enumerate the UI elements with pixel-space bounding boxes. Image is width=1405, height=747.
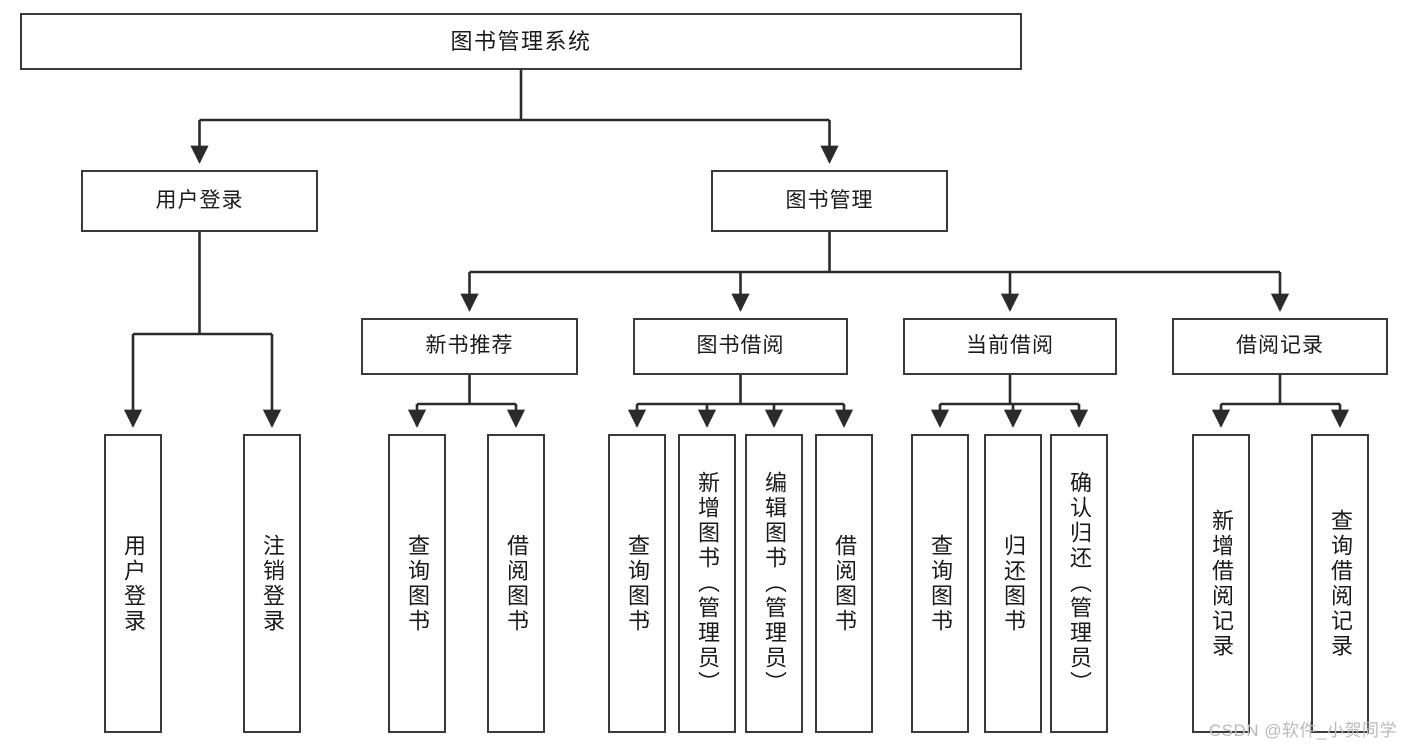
node-borrow-record[interactable]: 借阅记录 xyxy=(1172,318,1388,375)
node-current-borrow[interactable]: 当前借阅 xyxy=(903,318,1117,375)
leaf-logout[interactable]: 注销登录 xyxy=(243,434,301,733)
node-book-borrow-label: 图书借阅 xyxy=(696,334,785,358)
node-root[interactable]: 图书管理系统 xyxy=(20,13,1022,70)
leaf-add-book-label: 新增图书（管理员） xyxy=(695,471,720,696)
node-new-book-rec[interactable]: 新书推荐 xyxy=(361,318,578,375)
node-user-login[interactable]: 用户登录 xyxy=(81,170,318,232)
leaf-borrow-book-1[interactable]: 借阅图书 xyxy=(487,434,545,733)
leaf-logout-label: 注销登录 xyxy=(260,533,285,634)
leaf-query-book-1-label: 查询图书 xyxy=(405,533,430,634)
node-borrow-record-label: 借阅记录 xyxy=(1236,334,1324,358)
leaf-confirm-return-label: 确认归还（管理员） xyxy=(1067,471,1092,696)
leaf-add-record[interactable]: 新增借阅记录 xyxy=(1192,434,1250,733)
leaf-borrow-book-2-label: 借阅图书 xyxy=(832,533,857,634)
csdn-watermark: CSDN @软件_小贺同学 xyxy=(1208,721,1397,740)
leaf-query-book-1[interactable]: 查询图书 xyxy=(388,434,446,733)
node-root-label: 图书管理系统 xyxy=(450,28,592,54)
leaf-query-book-2-label: 查询图书 xyxy=(625,533,650,634)
leaf-edit-book-label: 编辑图书（管理员） xyxy=(762,471,787,696)
leaf-confirm-return[interactable]: 确认归还（管理员） xyxy=(1050,434,1108,733)
leaf-return-book-label: 归还图书 xyxy=(1001,533,1026,634)
leaf-user-login-label: 用户登录 xyxy=(121,533,146,634)
leaf-return-book[interactable]: 归还图书 xyxy=(984,434,1042,733)
node-book-borrow[interactable]: 图书借阅 xyxy=(633,318,848,375)
leaf-user-login[interactable]: 用户登录 xyxy=(104,434,162,733)
leaf-query-book-2[interactable]: 查询图书 xyxy=(608,434,666,733)
node-user-login-label: 用户登录 xyxy=(155,188,244,212)
node-book-manage-label: 图书管理 xyxy=(785,188,874,212)
leaf-add-record-label: 新增借阅记录 xyxy=(1209,508,1234,659)
leaf-edit-book[interactable]: 编辑图书（管理员） xyxy=(745,434,803,733)
leaf-add-book[interactable]: 新增图书（管理员） xyxy=(678,434,736,733)
leaf-query-record[interactable]: 查询借阅记录 xyxy=(1311,434,1369,733)
node-new-book-rec-label: 新书推荐 xyxy=(425,334,514,358)
node-current-borrow-label: 当前借阅 xyxy=(966,334,1054,358)
leaf-borrow-book-2[interactable]: 借阅图书 xyxy=(815,434,873,733)
node-book-manage[interactable]: 图书管理 xyxy=(711,170,948,232)
leaf-query-record-label: 查询借阅记录 xyxy=(1328,508,1353,659)
leaf-query-book-3-label: 查询图书 xyxy=(928,533,953,634)
leaf-query-book-3[interactable]: 查询图书 xyxy=(911,434,969,733)
leaf-borrow-book-1-label: 借阅图书 xyxy=(504,533,529,634)
